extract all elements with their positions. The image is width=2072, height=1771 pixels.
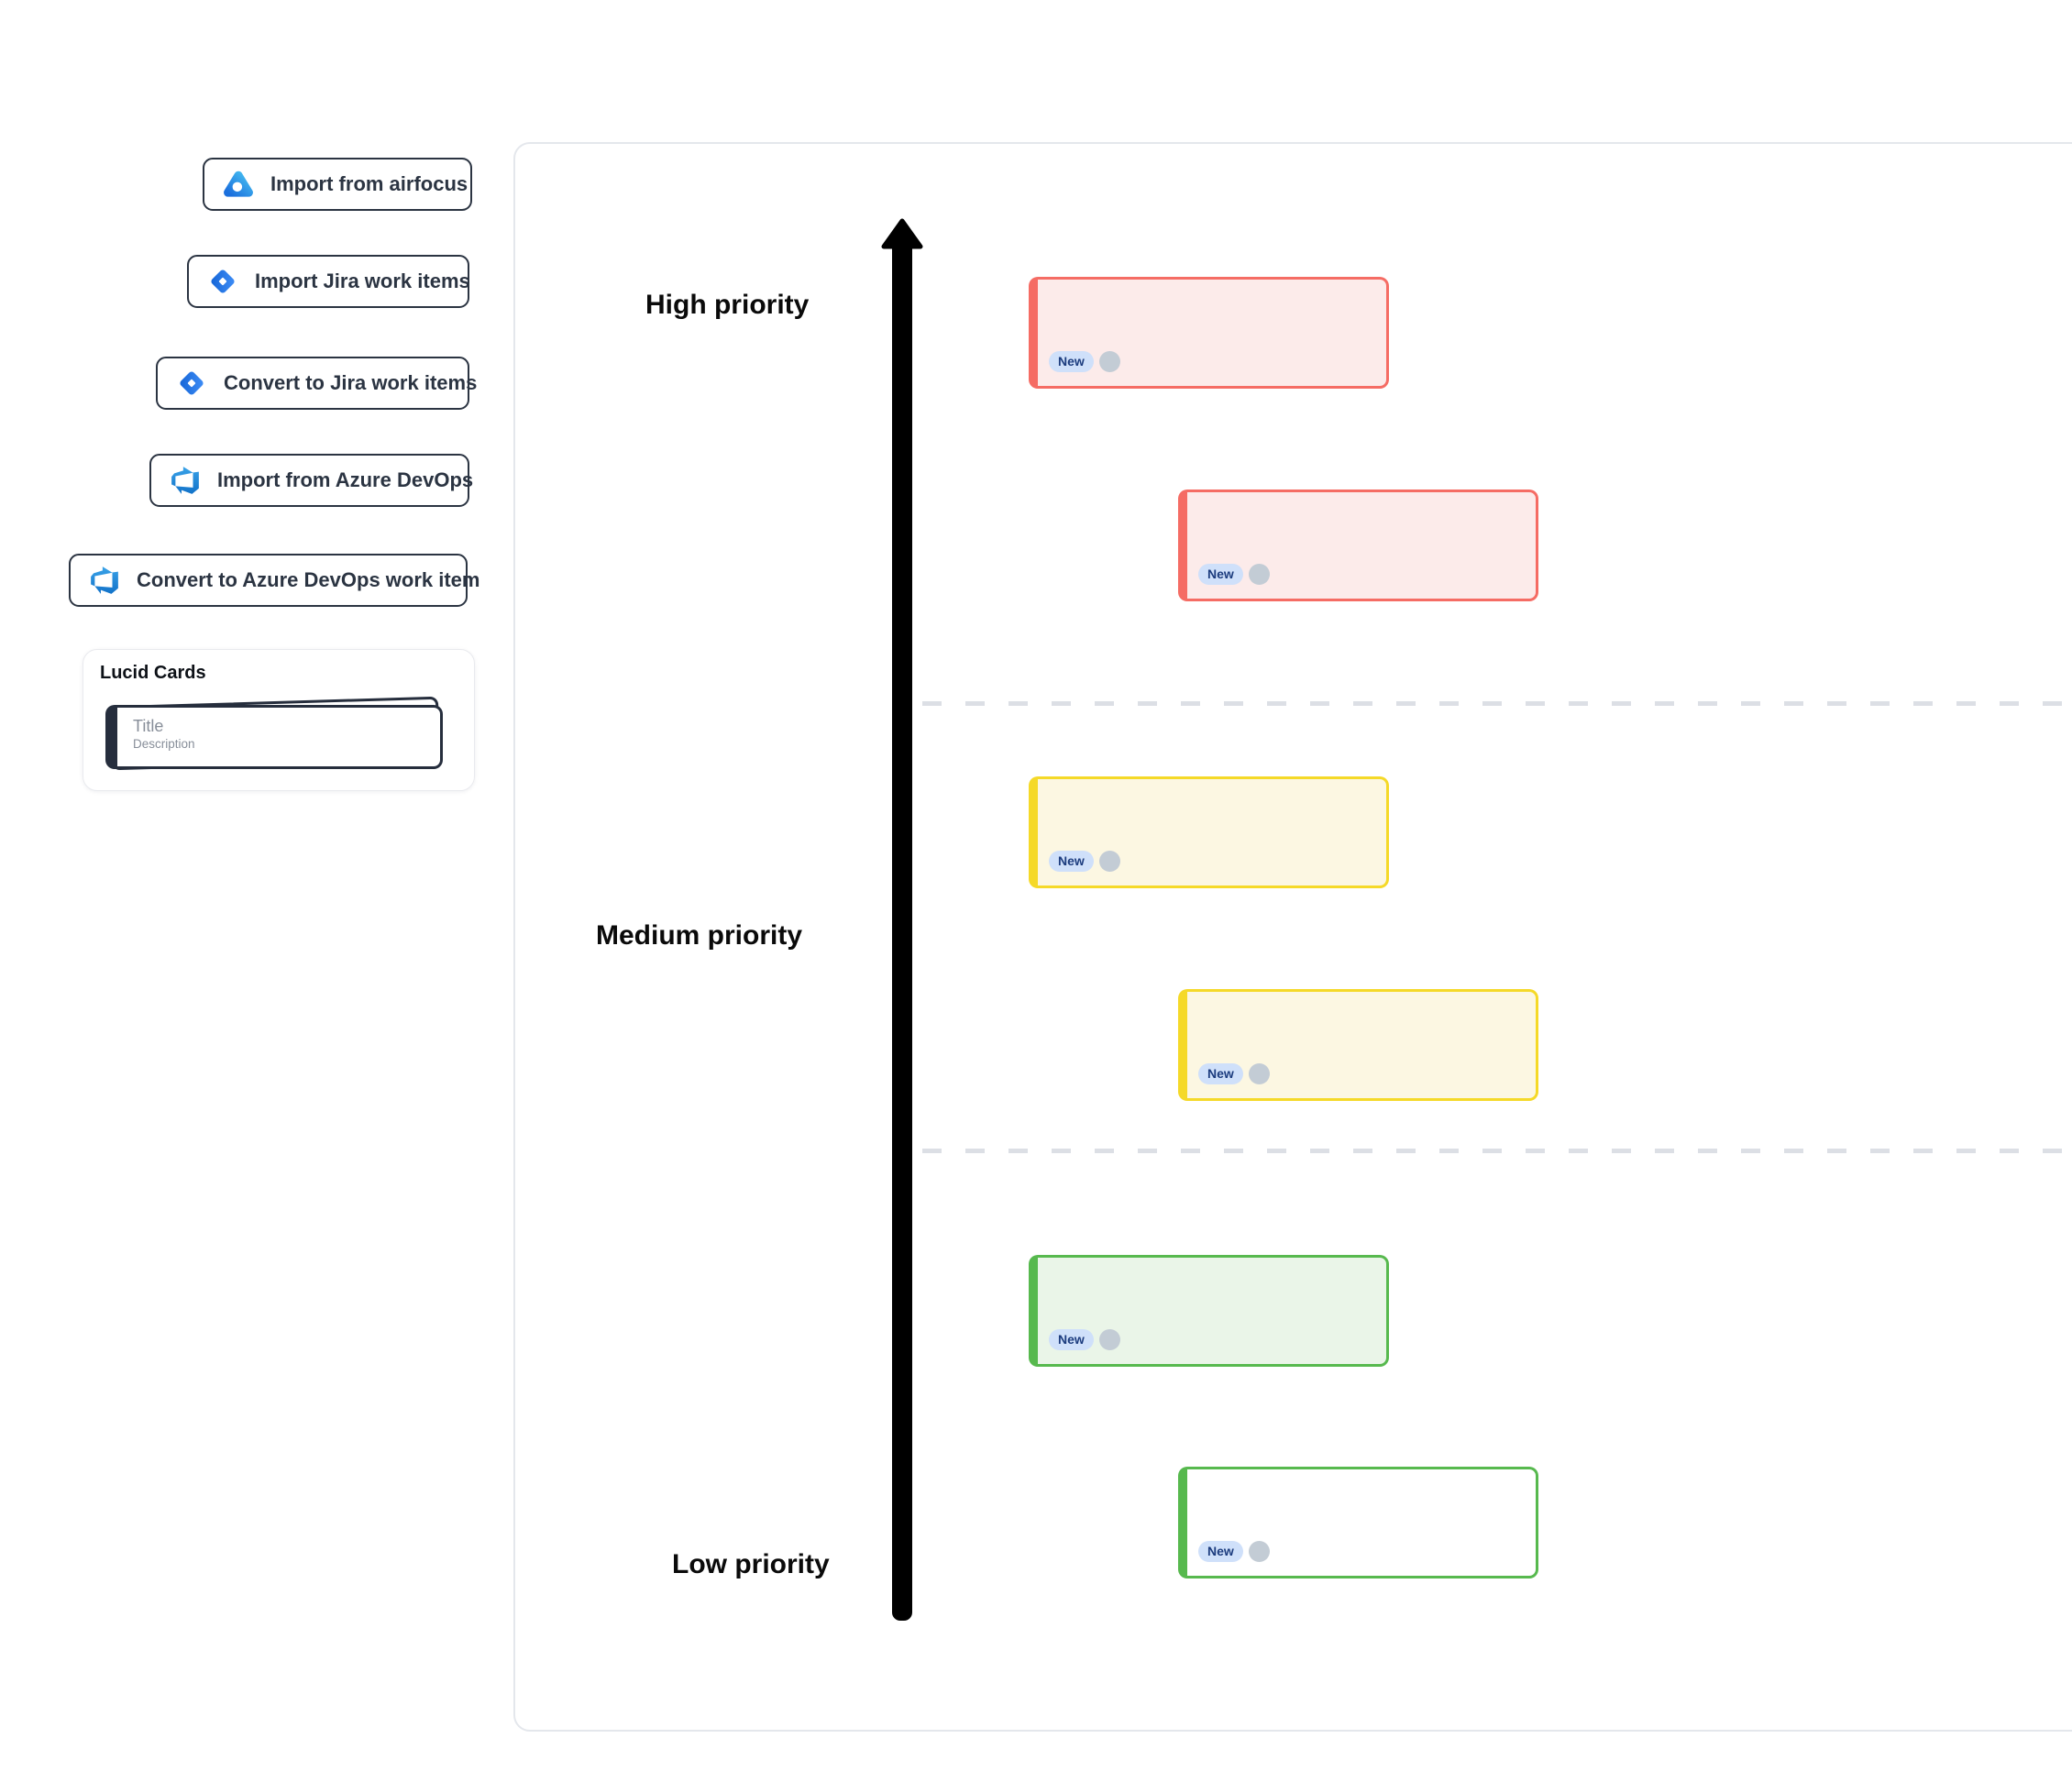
azure-devops-icon: [89, 565, 120, 596]
card-high-priority-1[interactable]: New: [1029, 277, 1389, 389]
card-meta-row: New: [1198, 1063, 1270, 1084]
card-meta-row: New: [1198, 564, 1270, 585]
card-medium-priority-1[interactable]: New: [1029, 776, 1389, 888]
lucid-cards-panel: Lucid Cards Title Description: [83, 649, 475, 791]
airfocus-icon: [223, 169, 254, 200]
assignee-avatar[interactable]: [1098, 351, 1120, 372]
button-label: Import from airfocus: [270, 172, 468, 195]
assignee-avatar[interactable]: [1248, 564, 1270, 585]
diagram-canvas[interactable]: High priority Medium priority Low priori…: [513, 142, 2072, 1732]
assignee-avatar[interactable]: [1098, 1329, 1120, 1350]
card-title-placeholder: Title: [133, 717, 164, 735]
card-medium-priority-2[interactable]: New: [1178, 989, 1538, 1101]
card-high-priority-2[interactable]: New: [1178, 490, 1538, 601]
card-meta-row: New: [1049, 1329, 1120, 1350]
jira-icon: [207, 266, 238, 297]
card-meta-row: New: [1049, 851, 1120, 872]
import-jira-work-items-button[interactable]: Import Jira work items: [187, 255, 470, 308]
status-badge-new[interactable]: New: [1198, 1063, 1243, 1084]
assignee-avatar[interactable]: [1248, 1063, 1270, 1084]
label-high-priority[interactable]: High priority: [645, 290, 810, 320]
priority-zone-divider: [922, 701, 2072, 706]
assignee-avatar[interactable]: [1098, 851, 1120, 872]
convert-to-azure-devops-work-item-button[interactable]: Convert to Azure DevOps work item: [69, 554, 479, 607]
priority-zone-divider: [922, 1149, 2072, 1153]
jira-icon: [176, 368, 207, 399]
card-low-priority-2[interactable]: New: [1178, 1467, 1538, 1578]
azure-devops-icon: [170, 465, 201, 496]
label-medium-priority[interactable]: Medium priority: [596, 920, 803, 951]
button-label: Convert to Azure DevOps work item: [137, 568, 480, 591]
lucid-card-template[interactable]: Title Description: [105, 696, 448, 775]
import-from-azure-devops-button[interactable]: Import from Azure DevOps: [149, 454, 473, 507]
lucid-cards-panel-title: Lucid Cards: [100, 663, 206, 683]
status-badge-new[interactable]: New: [1198, 1541, 1243, 1562]
convert-to-jira-work-items-button[interactable]: Convert to Jira work items: [156, 357, 477, 410]
card-template-front: Title Description: [105, 705, 443, 769]
card-low-priority-1[interactable]: New: [1029, 1255, 1389, 1367]
import-from-airfocus-button[interactable]: Import from airfocus: [203, 158, 472, 211]
status-badge-new[interactable]: New: [1049, 1329, 1094, 1350]
button-label: Import Jira work items: [255, 270, 470, 292]
status-badge-new[interactable]: New: [1049, 351, 1094, 372]
label-low-priority[interactable]: Low priority: [672, 1549, 830, 1579]
card-description-placeholder: Description: [133, 737, 195, 751]
card-meta-row: New: [1049, 351, 1120, 372]
status-badge-new[interactable]: New: [1198, 564, 1243, 585]
button-label: Convert to Jira work items: [224, 371, 478, 394]
status-badge-new[interactable]: New: [1049, 851, 1094, 872]
assignee-avatar[interactable]: [1248, 1541, 1270, 1562]
button-label: Import from Azure DevOps: [217, 468, 474, 491]
card-meta-row: New: [1198, 1541, 1270, 1562]
priority-axis-arrow[interactable]: [878, 218, 926, 1624]
